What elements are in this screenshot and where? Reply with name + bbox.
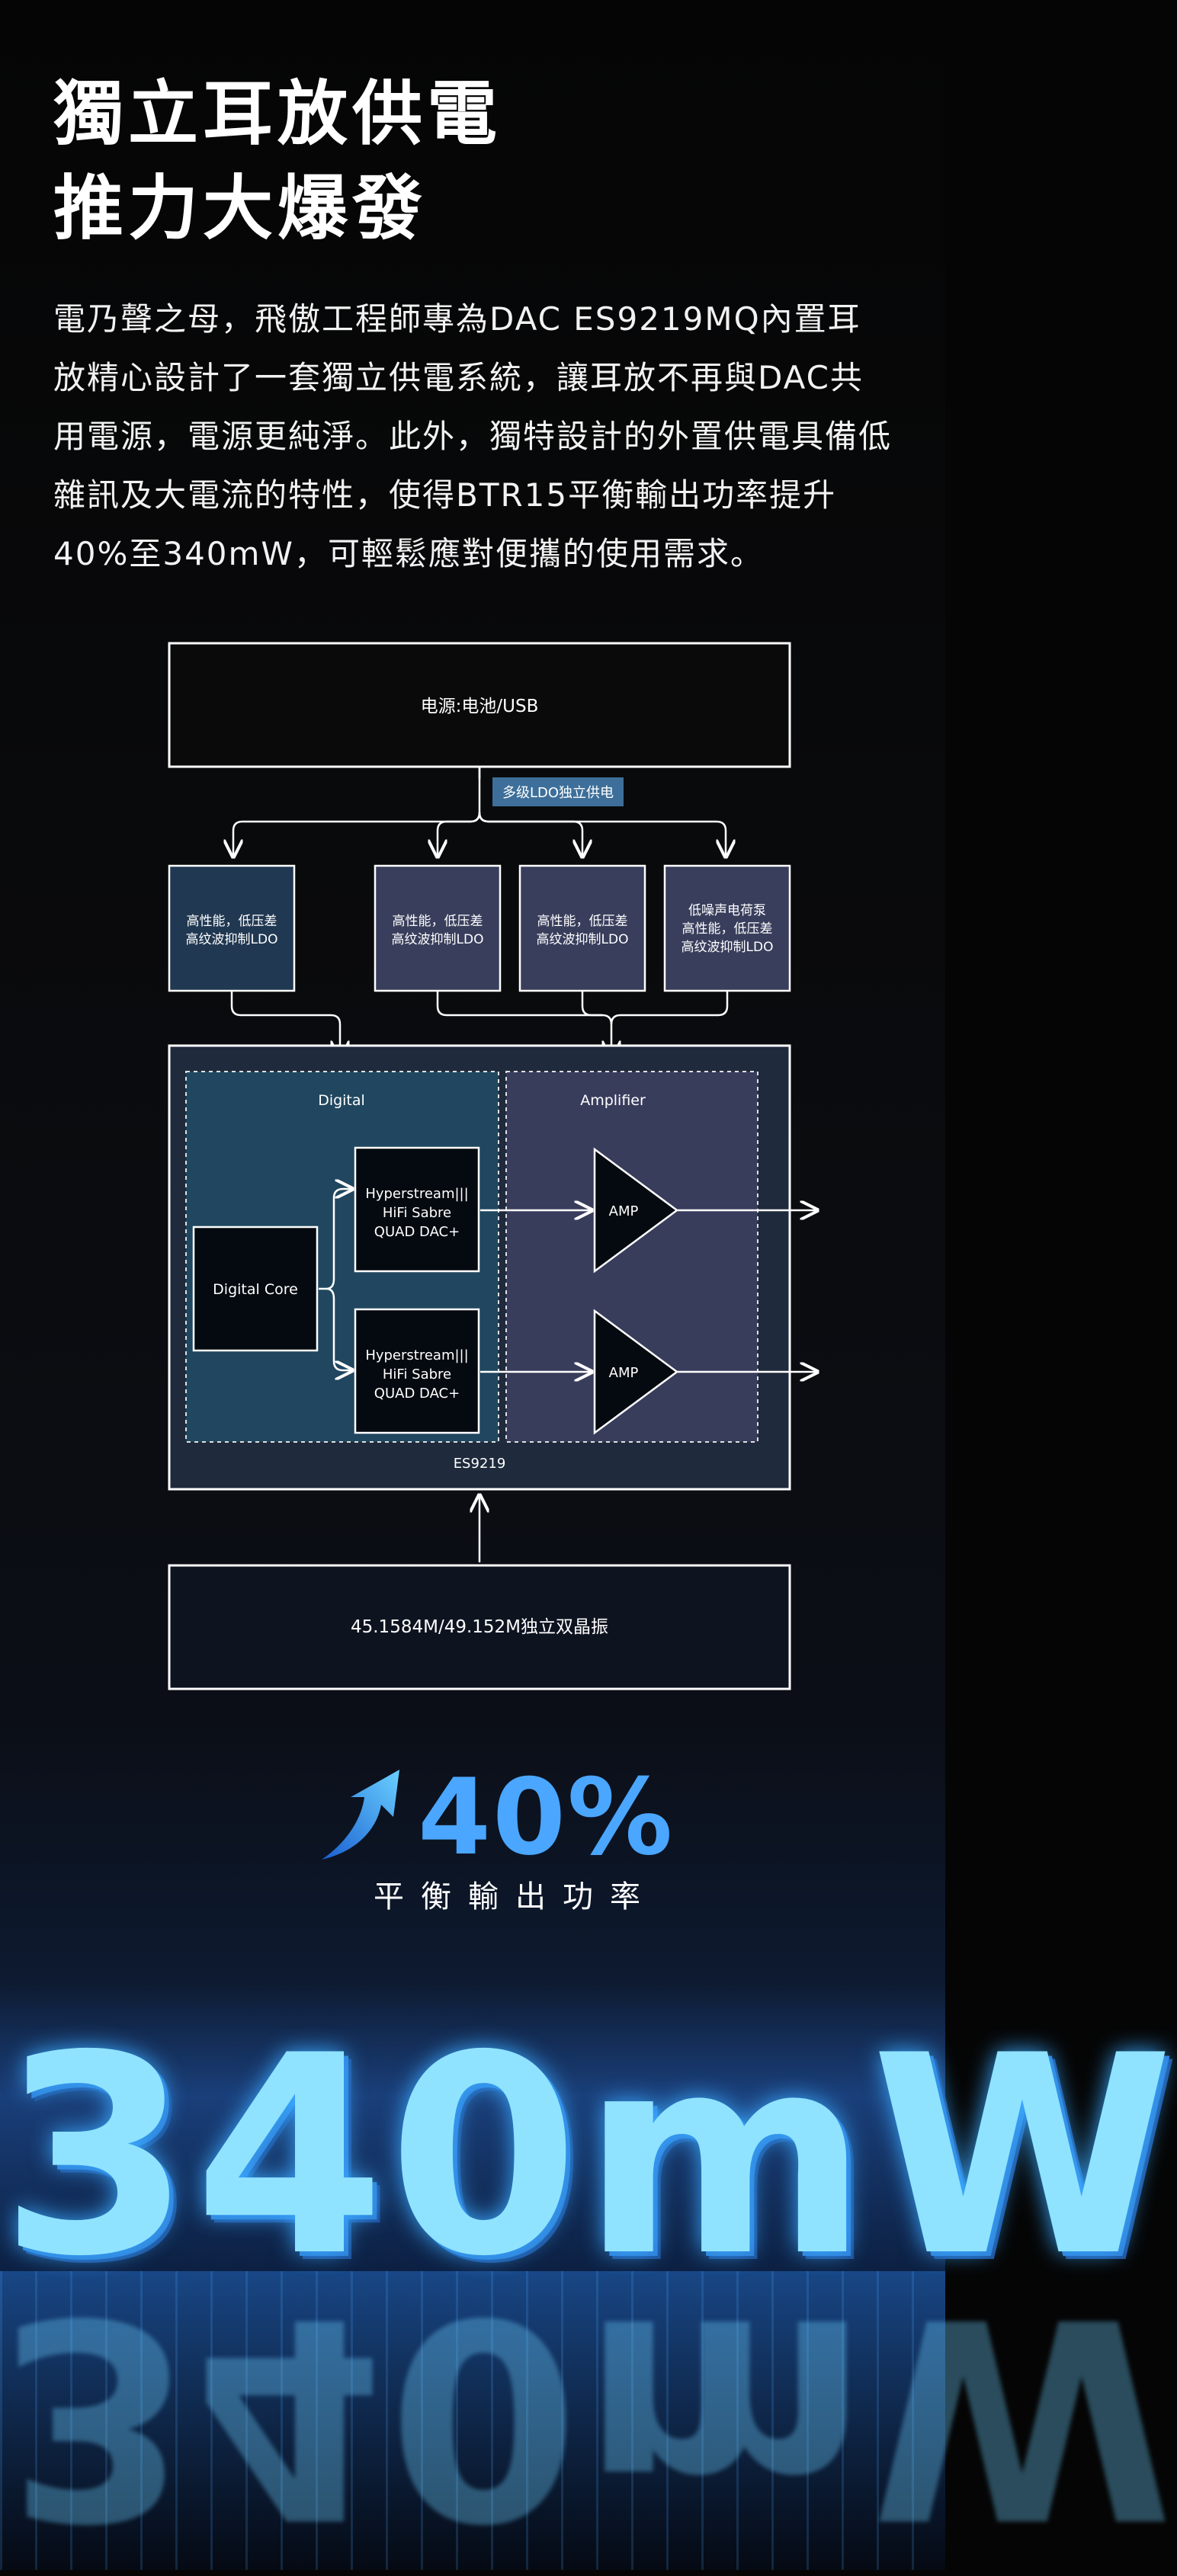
dac-2-line1: Hyperstream|||	[365, 1347, 468, 1363]
description-paragraph: 電乃聲之母，飛傲工程師專為DAC ES9219MQ內置耳放精心設計了一套獨立供電…	[53, 300, 893, 572]
ldo-badge-label: 多级LDO独立供电	[502, 785, 614, 801]
amp-2-label: AMP	[609, 1365, 639, 1381]
headline-line-2: 推力大爆發	[53, 168, 428, 249]
digital-label: Digital	[318, 1092, 365, 1109]
crystal-box	[168, 1564, 791, 1690]
amplifier-label: Amplifier	[580, 1092, 646, 1109]
ldo-4-line0: 低噪声电荷泵	[688, 903, 766, 918]
ldo-output-lines	[230, 991, 729, 1058]
ldo-1-line1: 高性能，低压差	[187, 914, 277, 929]
dac-1: Hyperstream||| HiFi Sabre QUAD DAC+	[354, 1146, 480, 1273]
power-architecture-diagram: 电源:电池/USB 多级LDO独立供电 高性能，低压差 高纹波抑制LDO 高性能…	[168, 642, 945, 1690]
crystal-label: 45.1584M/49.152M独立双晶振	[351, 1617, 608, 1637]
stat-value: 40%	[418, 1756, 675, 1879]
amp-1-label: AMP	[609, 1203, 639, 1219]
dac-2-line3: QUAD DAC+	[374, 1386, 460, 1402]
core-to-dac-lines	[319, 1189, 352, 1370]
amp-1: AMP	[593, 1147, 679, 1274]
dac-1-line2: HiFi Sabre	[383, 1205, 451, 1221]
dac-1-line3: QUAD DAC+	[374, 1224, 460, 1240]
power-source-box	[168, 642, 791, 768]
ldo-1: 高性能，低压差 高纹波抑制LDO	[168, 864, 296, 992]
ldo-2-line1: 高性能，低压差	[393, 914, 483, 929]
power-source-label: 电源:电池/USB	[421, 697, 539, 716]
amp-2: AMP	[593, 1309, 679, 1435]
ldo-4-line2: 高纹波抑制LDO	[682, 940, 774, 955]
digital-core-label: Digital Core	[213, 1281, 298, 1298]
ldo-badge	[492, 777, 624, 806]
chip-label: ES9219	[454, 1456, 506, 1472]
dac-2-line2: HiFi Sabre	[383, 1366, 451, 1383]
ldo-3-line2: 高纹波抑制LDO	[537, 932, 629, 947]
ldo-1-line2: 高纹波抑制LDO	[186, 932, 278, 947]
distribution-lines	[233, 767, 726, 857]
ldo-4-line1: 高性能，低压差	[682, 921, 773, 937]
stat-label: 平衡輸出功率	[374, 1879, 657, 1914]
grid-floor	[0, 2271, 945, 2570]
dac-2: Hyperstream||| HiFi Sabre QUAD DAC+	[354, 1308, 480, 1434]
power-value-reflection: 340mW	[0, 2257, 1177, 2576]
digital-core-box	[192, 1226, 319, 1352]
ldo-2: 高性能，低压差 高纹波抑制LDO	[374, 864, 502, 992]
dac-1-line1: Hyperstream|||	[365, 1186, 468, 1202]
ldo-2-line2: 高纹波抑制LDO	[392, 932, 484, 947]
headline-line-1: 獨立耳放供電	[53, 73, 502, 155]
ldo-3-line1: 高性能，低压差	[537, 914, 628, 929]
up-arrow-icon	[322, 1770, 399, 1860]
power-value: 340mW	[0, 1997, 1177, 2316]
ldo-4: 低噪声电荷泵 高性能，低压差 高纹波抑制LDO	[663, 864, 791, 992]
headline: 獨立耳放供電 推力大爆發	[53, 67, 502, 256]
dac-to-amp-lines	[480, 1210, 817, 1372]
ldo-3: 高性能，低压差 高纹波抑制LDO	[518, 864, 646, 992]
